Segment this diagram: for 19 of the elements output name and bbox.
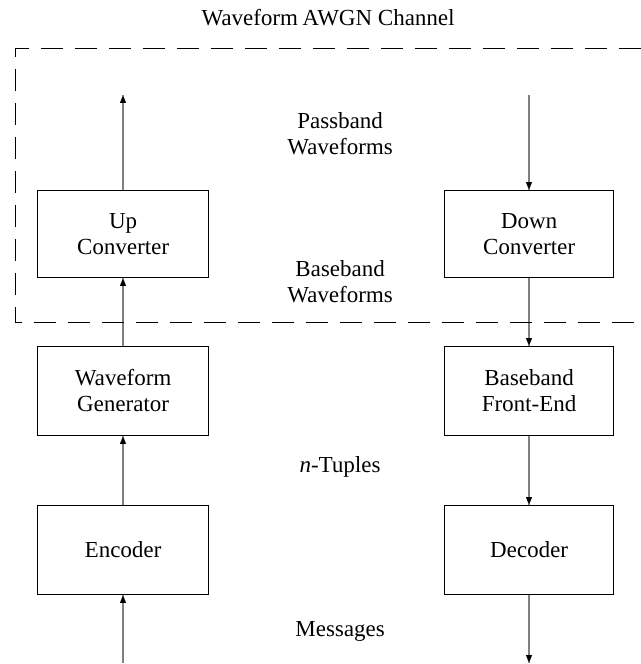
signal-label: Passband Waveforms <box>286 108 394 161</box>
arrow <box>120 594 126 664</box>
arrow <box>120 278 126 346</box>
process-box: Down Converter <box>444 190 614 278</box>
arrow <box>526 94 532 190</box>
process-box: Waveform Generator <box>37 346 209 436</box>
arrow <box>120 94 126 190</box>
process-box: Up Converter <box>37 190 209 278</box>
arrow <box>526 278 532 346</box>
region-title: Waveform AWGN Channel <box>200 5 456 32</box>
arrow <box>526 436 532 506</box>
process-box: Encoder <box>37 505 209 595</box>
signal-label: Messages <box>294 616 386 642</box>
signal-label: Baseband Waveforms <box>286 256 394 309</box>
arrow <box>120 436 126 506</box>
process-box: Baseband Front-End <box>444 346 614 436</box>
signal-label: n-Tuples <box>298 452 382 479</box>
process-box: Decoder <box>444 505 614 595</box>
arrow <box>526 594 532 664</box>
